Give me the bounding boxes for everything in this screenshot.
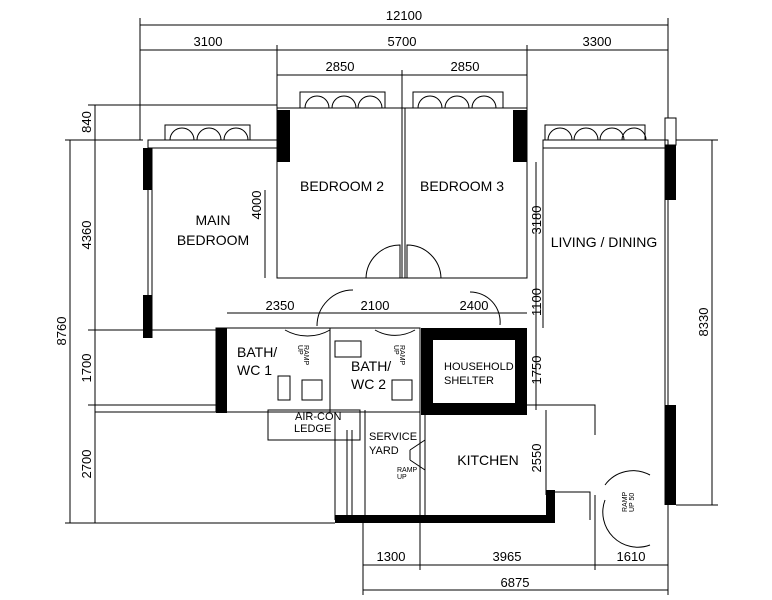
overall-depth: 8760 [54,317,69,346]
aircon-label-1: AIR-CON [295,411,342,423]
dim-left-2: 4360 [79,221,94,250]
main-bedroom-label-2: BEDROOM [177,232,249,248]
bedroom-depth: 4000 [249,191,264,220]
dim-left-4: 2700 [79,450,94,479]
bath2-label-1: BATH/ [351,358,391,374]
dim-left-3: 1700 [79,354,94,383]
kitchen-label: KITCHEN [457,452,518,468]
dim-corridor-1: 2350 [266,298,295,313]
room-labels: MAIN BEDROOM BEDROOM 2 BEDROOM 3 LIVING … [177,178,657,512]
shelter-label-1: HOUSEHOLD [444,361,514,373]
dim-left-1: 840 [79,111,94,133]
bath2-label-2: WC 2 [351,376,386,392]
service-yard-label-1: SERVICE [369,431,417,443]
dim-bottom-total: 6875 [501,575,530,590]
ramp-label-bath1: RAMP [302,345,309,366]
kitchen-depth: 2550 [529,444,544,473]
ramp-label-bath2: RAMP [398,345,405,366]
bath1-label-2: WC 1 [237,362,272,378]
living-dining-label: LIVING / DINING [551,234,658,250]
dim-bottom-3: 1610 [617,549,646,564]
shelter-label-2: SHELTER [444,375,494,387]
shelter-depth: 1750 [529,356,544,385]
main-bedroom-label-1: MAIN [196,212,231,228]
right-depth: 8330 [696,308,711,337]
dimension-labels: 12100 3100 5700 3300 2850 2850 840 4360 … [54,8,711,590]
ramp-up-yard: UP [397,474,407,481]
bath1-label-1: BATH/ [237,344,277,360]
aircon-label-2: LEDGE [294,423,331,435]
doors [277,244,651,548]
service-yard-label-2: YARD [369,445,399,457]
dimension-lines [65,18,718,595]
bedroom2-label: BEDROOM 2 [300,178,384,194]
walls [95,107,676,523]
dim-bottom-1: 1300 [377,549,406,564]
dim-top-2: 5700 [388,34,417,49]
dim-bedroom2-width: 2850 [326,59,355,74]
bedroom3-depth: 3180 [529,206,544,235]
ramp-label-yard: RAMP [397,467,418,474]
dim-corridor-3: 2400 [460,298,489,313]
corridor-depth: 1100 [529,288,544,316]
dim-top-1: 3100 [194,34,223,49]
ramp-up-bath2: UP [392,345,399,355]
windows [164,91,677,146]
ramp-up-bath1: UP [296,345,303,355]
dim-bottom-2: 3965 [493,549,522,564]
bedroom3-label: BEDROOM 3 [420,178,504,194]
dim-corridor-2: 2100 [361,298,390,313]
ramp-up-entrance: UP 50 [629,493,636,512]
dim-bedroom3-width: 2850 [451,59,480,74]
overall-width: 12100 [386,8,422,23]
dim-top-3: 3300 [583,34,612,49]
ramp-label-entrance: RAMP [622,491,629,512]
